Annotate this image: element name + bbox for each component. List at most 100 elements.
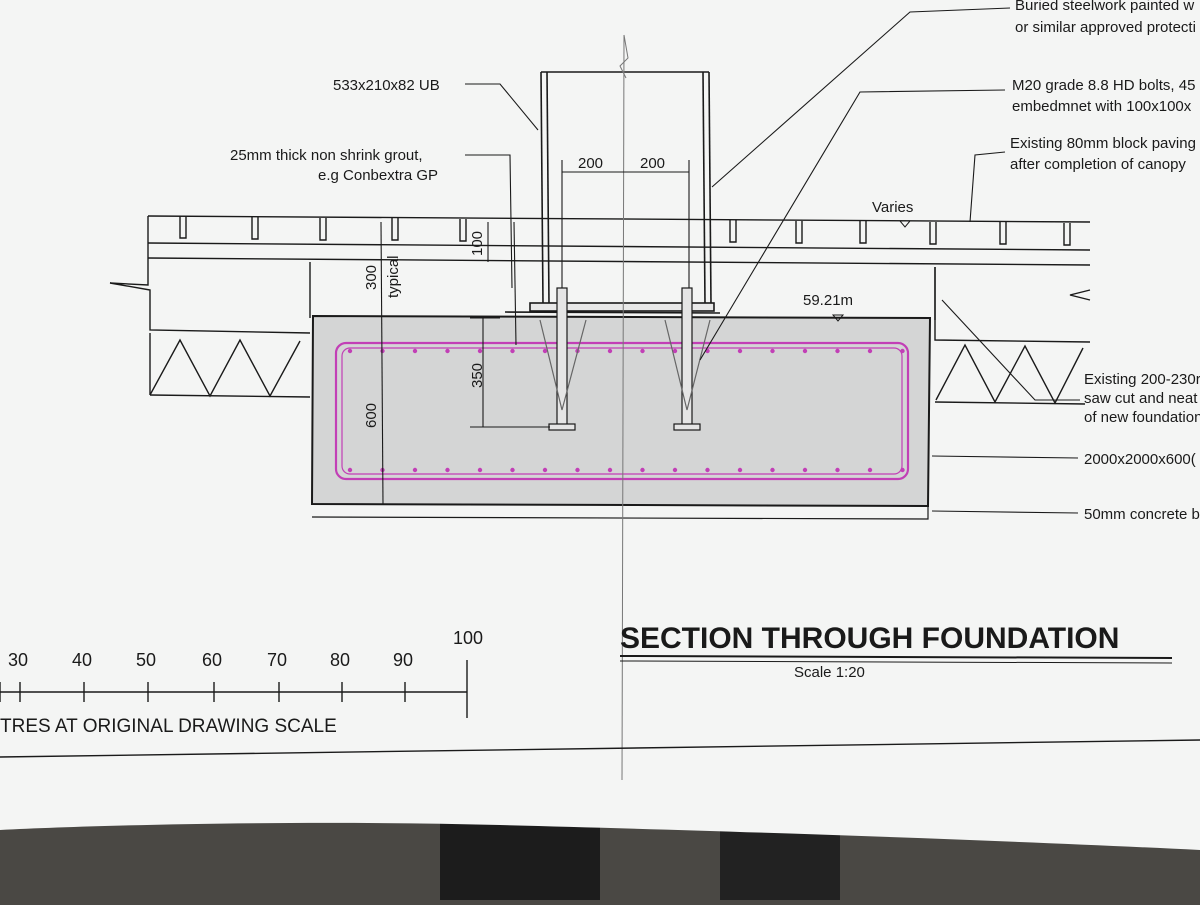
- label-level: 59.21m: [803, 292, 853, 309]
- rebar-bar: [672, 467, 678, 473]
- rebar-bar: [770, 348, 775, 354]
- paving-top-line: [147, 215, 1091, 223]
- rebar-bar: [542, 348, 548, 354]
- label-grout-2: e.g Conbextra GP: [318, 167, 438, 184]
- label-dim-600: 600: [363, 403, 380, 428]
- shoe-shadow: [440, 820, 600, 900]
- label-existing-1: Existing 200-230r: [1084, 371, 1200, 388]
- rebar-bar: [802, 467, 808, 473]
- paving-block-joints: [179, 216, 1071, 246]
- leader-bolts: [699, 89, 1006, 361]
- leader-existing: [941, 299, 1080, 401]
- scale-bar-caption: TRES AT ORIGINAL DRAWING SCALE: [0, 716, 337, 737]
- label-ub: 533x210x82 UB: [333, 77, 440, 94]
- rebar-bar: [640, 348, 645, 354]
- leader-paving: [969, 151, 1006, 223]
- rebar-bar: [412, 348, 418, 354]
- leader-ub: [465, 83, 539, 131]
- label-bolts-2: embedmnet with 100x100x: [1012, 98, 1192, 115]
- rebar-bar: [900, 467, 905, 473]
- blinding-layer: [311, 503, 929, 520]
- label-pad: 2000x2000x600(: [1084, 451, 1196, 468]
- rebar-bar: [770, 467, 775, 473]
- hd-bolt-left: [556, 287, 568, 429]
- leader-grout: [465, 154, 513, 289]
- rebar-bar: [867, 348, 873, 354]
- rebar-bar: [867, 467, 873, 473]
- level-marker: [831, 314, 845, 322]
- rebar-bar: [835, 348, 840, 354]
- label-blinding: 50mm concrete bl: [1084, 506, 1200, 523]
- rebar-bar: [640, 467, 645, 473]
- rebar-cage: [334, 341, 910, 481]
- rebar-bar: [510, 348, 515, 354]
- rebar-bars: [347, 348, 905, 473]
- rebar-bar: [542, 467, 548, 473]
- hd-bolt-right: [681, 287, 693, 429]
- scale-tick-label: 90: [393, 650, 413, 670]
- label-buried-1: Buried steelwork painted w: [1015, 0, 1194, 14]
- rebar-bar: [445, 348, 450, 354]
- label-dim-300: 300: [363, 265, 380, 290]
- scale-tick-label: 100: [453, 628, 483, 648]
- rebar-bar: [347, 348, 353, 354]
- hardcore-hatch-left: [149, 338, 301, 398]
- varies-marker: [898, 220, 912, 228]
- concrete-pad: [310, 314, 932, 508]
- column-flange-right: [702, 71, 706, 306]
- anchor-plate-left: [548, 423, 576, 431]
- rebar-bar: [347, 467, 353, 473]
- hardcore-hatch-right: [935, 343, 1084, 405]
- label-buried-2: or similar approved protecti: [1015, 19, 1196, 36]
- scale-tick-label: 70: [267, 650, 287, 670]
- scale-tick-label: 80: [330, 650, 350, 670]
- drawing-scale: Scale 1:20: [794, 664, 865, 681]
- rebar-bar: [607, 348, 613, 354]
- anchor-plate-right: [673, 423, 701, 431]
- subbase-top-line: [147, 257, 1091, 266]
- scale-tick-label: 50: [136, 650, 156, 670]
- label-dim-350: 350: [469, 363, 486, 388]
- label-typical: typical: [385, 255, 402, 298]
- rebar-bar: [380, 348, 385, 354]
- existing-slab-left: [109, 258, 311, 334]
- shoe-shadow-2: [720, 822, 840, 900]
- scale-tick-label: 40: [72, 650, 92, 670]
- drawing-title: SECTION THROUGH FOUNDATION: [620, 622, 1119, 655]
- rebar-bar: [737, 467, 743, 473]
- base-plate: [529, 302, 715, 312]
- column-flange-left: [540, 71, 544, 306]
- label-paving-2: after completion of canopy: [1010, 156, 1186, 173]
- label-varies: Varies: [872, 199, 913, 216]
- paving-bottom-line: [147, 242, 1091, 251]
- rebar-bar: [705, 467, 710, 473]
- rebar-bar: [477, 348, 483, 354]
- sheet-border-line: [0, 739, 1200, 758]
- label-dim-100: 100: [469, 231, 486, 256]
- rebar-cage-inner: [341, 347, 903, 475]
- leader-pad: [931, 455, 1079, 459]
- dim-line-300-600: [380, 221, 384, 505]
- scale-tick-label: 30: [8, 650, 28, 670]
- rebar-bar: [835, 467, 840, 473]
- label-bolts-1: M20 grade 8.8 HD bolts, 45: [1012, 77, 1195, 94]
- label-dim-200-left: 200: [578, 155, 603, 172]
- label-existing-3: of new foundation: [1084, 409, 1200, 426]
- rebar-bar: [737, 348, 743, 354]
- rebar-bar: [510, 467, 515, 473]
- rebar-bar: [477, 467, 483, 473]
- rebar-bar: [900, 348, 905, 354]
- rebar-bar: [575, 467, 580, 473]
- rebar-bar: [412, 467, 418, 473]
- rebar-bar: [445, 467, 450, 473]
- label-paving-1: Existing 80mm block paving: [1010, 135, 1196, 152]
- label-grout-1: 25mm thick non shrink grout,: [230, 147, 423, 164]
- leader-buried: [711, 7, 1011, 188]
- label-existing-2: saw cut and neat: [1084, 390, 1198, 407]
- leader-blinding: [931, 510, 1079, 514]
- title-underline: [619, 655, 1173, 659]
- rebar-bar: [802, 348, 808, 354]
